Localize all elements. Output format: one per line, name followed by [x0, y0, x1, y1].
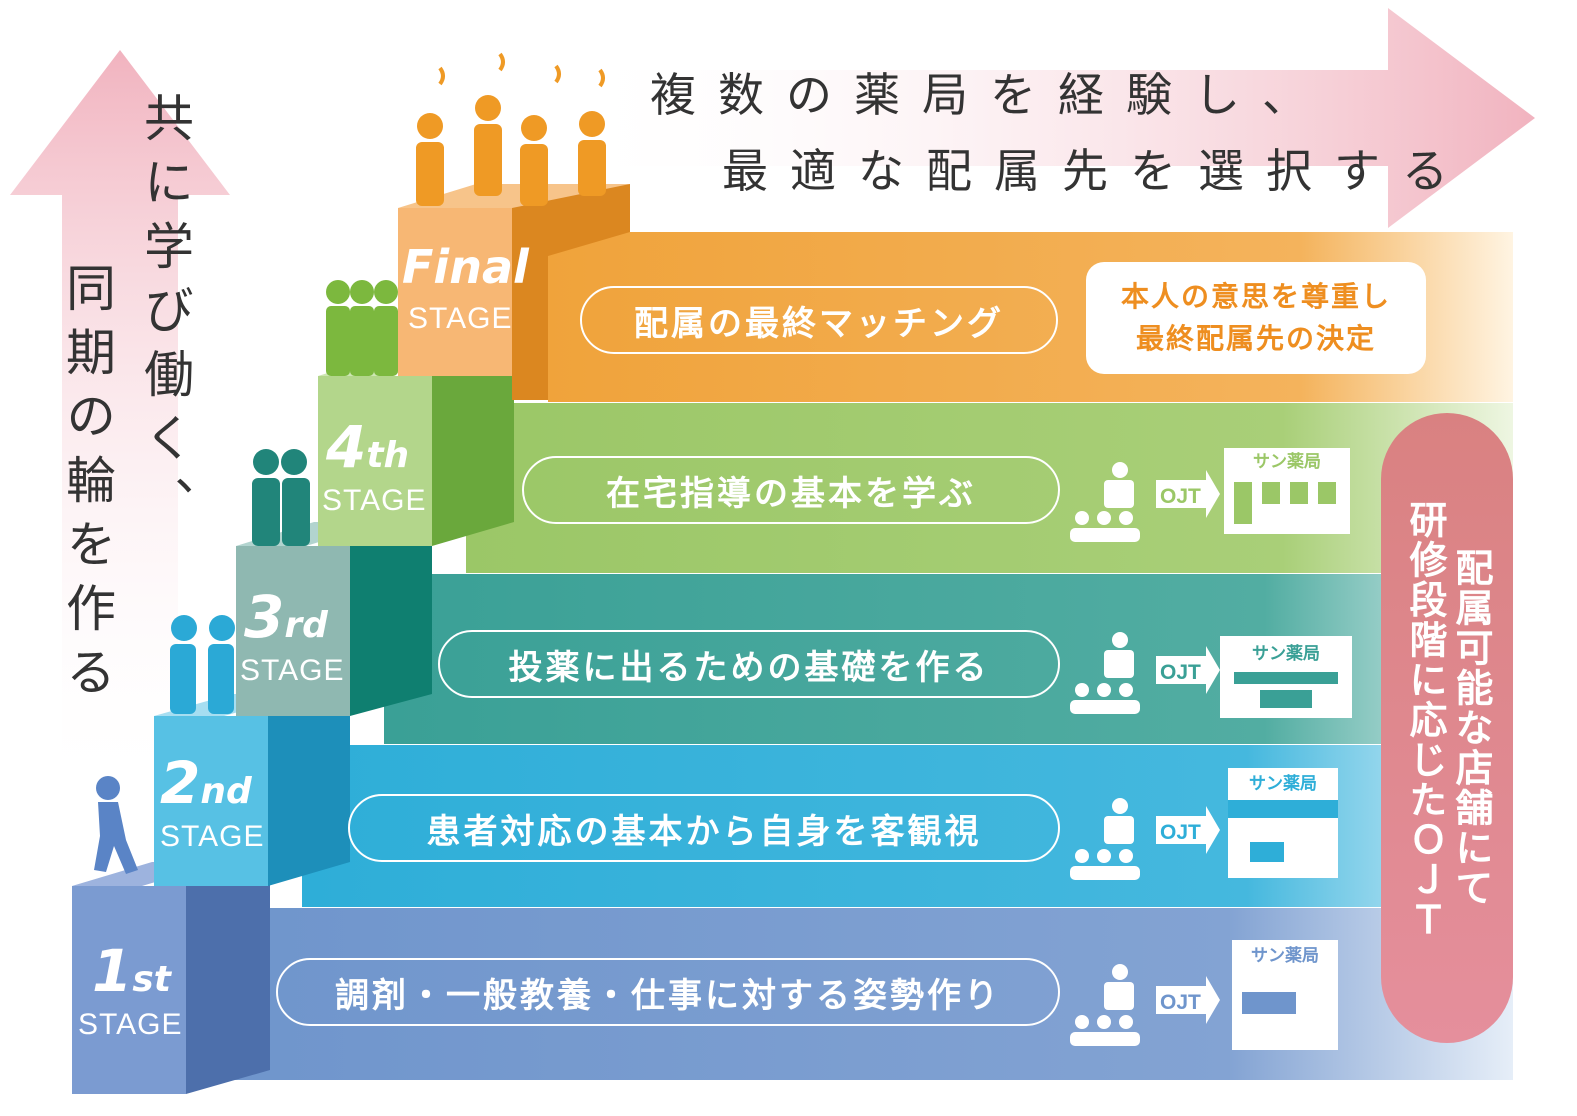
store-label-3rd: サン薬局 [1252, 644, 1320, 664]
final-decision-line-2: 最終配属先の決定 [1135, 322, 1376, 355]
stage-title-1st: 調剤・一般教養・仕事に対する姿勢作り [276, 958, 1060, 1026]
stage-title-4th: 在宅指導の基本を学ぶ [522, 456, 1060, 524]
store-label-2nd: サン薬局 [1249, 774, 1317, 794]
ojt-side-bar-text-2: 研修段階に応じたＯＪＴ [1403, 500, 1447, 940]
ojt-label-1st: OJT [1160, 991, 1201, 1014]
celebrating-people-icon [416, 52, 606, 206]
stage-word-final: STAGE [408, 302, 513, 335]
final-decision-line-1: 本人の意思を尊重し [1120, 280, 1391, 313]
pair-people-icon [252, 449, 310, 546]
stage-title-final: 配属の最終マッチング [580, 286, 1058, 354]
walking-person-icon [94, 776, 138, 874]
final-decision-box: 本人の意思を尊重し 最終配属先の決定 [1086, 262, 1426, 374]
stage-number-final: Final [402, 240, 529, 294]
store-label-1st: サン薬局 [1251, 946, 1319, 966]
left-vertical-text-2: 同期の輪を作る [58, 262, 116, 710]
store-details [1234, 482, 1336, 524]
vertical-arrow-icon [10, 50, 230, 800]
ojt-label-4th: OJT [1160, 485, 1201, 508]
arrow-icon [1156, 470, 1220, 1024]
stage-word-1st: STAGE [78, 1008, 183, 1041]
ojt-label-2nd: OJT [1160, 821, 1201, 844]
stage-number-4th: 4th [326, 413, 410, 481]
stage-number-2nd: 2nd [160, 749, 252, 817]
stage-word-3rd: STAGE [240, 654, 345, 687]
stage-number-3rd: 3rd [244, 583, 328, 651]
left-vertical-text-1: 共に学び働く、 [136, 92, 194, 540]
team-people-icon [326, 280, 398, 376]
stage-title-3rd: 投薬に出るための基礎を作る [438, 630, 1060, 698]
store-label-4th: サン薬局 [1253, 452, 1321, 472]
stage-word-4th: STAGE [322, 484, 427, 517]
stage-number-1st: 1st [92, 937, 171, 1005]
stage-title-2nd: 患者対応の基本から自身を客観視 [348, 794, 1060, 862]
ojt-side-bar [1381, 413, 1513, 1043]
lecture-icon [1070, 462, 1140, 1046]
ojt-label-3rd: OJT [1160, 661, 1201, 684]
horizontal-arrow-icon [560, 8, 1535, 228]
headline-line-2: 最適な配属先を選択する [722, 144, 1470, 198]
ojt-side-bar-text-1: 配属可能な店舗にて [1449, 548, 1493, 908]
stage-word-2nd: STAGE [160, 820, 265, 853]
handshake-people-icon [170, 615, 235, 714]
headline-line-1: 複数の薬局を経験し、 [650, 68, 1330, 122]
